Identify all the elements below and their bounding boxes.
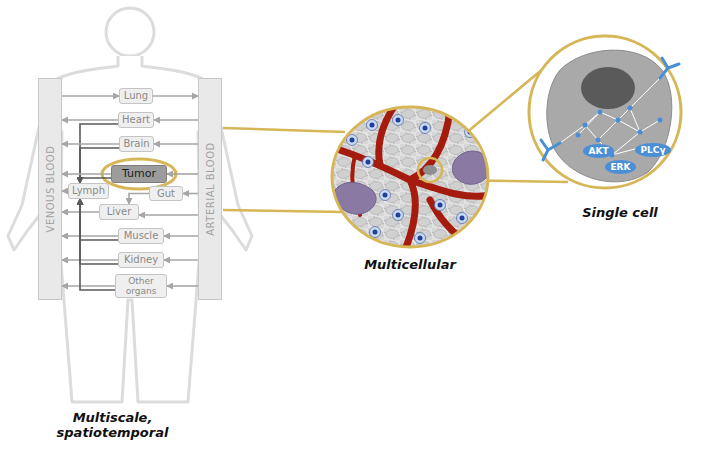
organ-box: Brain [119,136,154,152]
single-cell-view [529,36,681,188]
multicellular-view [332,105,491,250]
organ-box: Heart [118,112,154,128]
blood-flow [154,143,198,145]
node-text: ERK [610,162,630,172]
blood-flow [62,119,118,121]
caption-label: Single cell [545,205,695,220]
organ-box: Tumor [111,165,167,183]
signal-node: PLCγ [635,143,671,157]
body-silhouette [8,8,252,402]
blood-flow [167,173,198,175]
organ-box: Other organs [115,274,167,298]
signal-node: ERK [605,160,636,174]
blood-flow [183,193,198,195]
node-text: Muscle [124,231,159,241]
blood-flow [62,143,119,145]
blood-flow [154,119,198,121]
blood-flow [129,194,149,205]
organ-box: Lung [119,88,153,104]
organ-box: Muscle [118,228,164,244]
blood-flow [62,173,111,175]
organ-box: Liver [99,204,139,220]
node-text: Tumor [122,169,156,179]
node-text: Kidney [124,255,158,265]
organ-box: Gut [149,186,183,201]
node-text: Lung [124,91,148,101]
organ-box: Kidney [118,252,164,268]
blood-flow [153,95,198,97]
blood-flow [62,95,119,97]
blood-flow [167,285,198,287]
blood-flow [139,214,198,216]
node-text: AKT [588,146,608,156]
blood-bar: ARTERIAL BLOOD [198,78,222,300]
node-text: Heart [122,115,150,125]
node-text: Lymph [72,186,105,196]
organ-box: Lymph [68,183,109,199]
signal-node: AKT [583,144,614,158]
blood-flow [164,259,198,261]
node-text: Other organs [119,276,163,296]
node-text: Liver [107,207,132,217]
blood-flow [164,235,198,237]
blood-flow [62,259,118,261]
node-text: ARTERIAL BLOOD [205,142,216,236]
node-text: Gut [157,189,175,199]
node-text: PLCγ [640,145,665,155]
blood-bar: VENOUS BLOOD [38,78,62,300]
blood-flow [62,235,118,237]
caption-label: Multicellular [330,257,490,272]
node-text: VENOUS BLOOD [45,146,56,233]
caption-label: Multiscale, spatiotemporal [45,410,180,440]
blood-flow [62,285,115,287]
tumor-highlight [102,159,176,189]
node-text: Brain [123,139,149,149]
